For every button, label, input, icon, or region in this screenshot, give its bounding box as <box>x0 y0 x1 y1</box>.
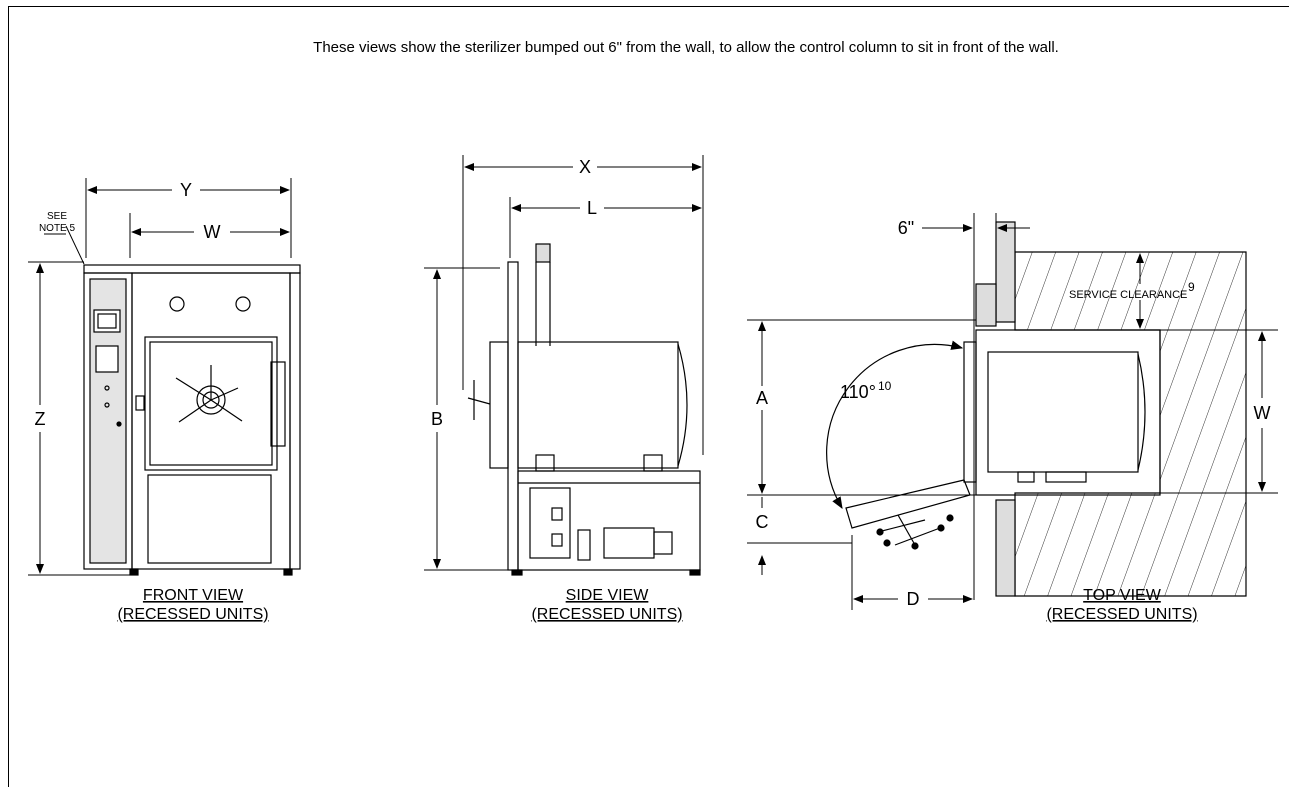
side-front-column <box>507 261 519 571</box>
pressure-gauge-right <box>235 296 251 312</box>
indicator-light-2 <box>104 402 110 408</box>
top-support-1 <box>1017 471 1035 483</box>
side-foot-right <box>689 569 701 576</box>
top-chamber-end <box>1137 353 1146 471</box>
wheel-spoke-3 <box>178 399 212 423</box>
top-support-2 <box>1045 471 1087 483</box>
frame-top-border <box>8 6 1289 7</box>
door-swing-note-ref: 10 <box>878 379 892 393</box>
front-foot-left <box>129 568 139 576</box>
front-view-caption: FRONT VIEW <box>143 587 244 604</box>
side-chamber-end <box>677 343 688 467</box>
indicator-light-1 <box>104 385 110 391</box>
door-hinge <box>270 361 286 447</box>
pressure-gauge-left <box>169 296 185 312</box>
side-valve-2 <box>551 533 563 547</box>
indicator-light-3 <box>116 421 122 427</box>
lower-access-panel <box>147 474 272 564</box>
frame-left-border <box>8 6 9 787</box>
see-note-label-line2: NOTE 5 <box>39 223 76 234</box>
chamber-door-inner <box>149 341 273 466</box>
side-view <box>467 243 701 576</box>
wall-section-upper <box>995 221 1016 323</box>
side-pump-motor <box>603 527 655 559</box>
dim-label-6in: 6" <box>898 218 914 238</box>
see-note-label-line1: SEE <box>47 211 67 222</box>
service-clearance-label: SERVICE CLEARANCE <box>1069 289 1187 301</box>
front-view-subcaption: (RECESSED UNITS) <box>117 606 268 623</box>
wall-section-side <box>535 243 551 263</box>
side-door <box>489 341 509 469</box>
front-foot-right <box>283 568 293 576</box>
top-control-column <box>975 283 997 327</box>
side-pump-end <box>653 531 673 555</box>
dim-label-z: Z <box>35 409 46 429</box>
top-handle-knob-1 <box>876 528 884 536</box>
top-door-handle-3 <box>894 527 941 546</box>
top-door-handle-1 <box>897 514 916 546</box>
side-valve-1 <box>551 507 563 521</box>
top-handle-knob-4 <box>937 524 945 532</box>
top-handle-knob-3 <box>911 542 919 550</box>
door-latch <box>135 395 145 411</box>
door-swing-angle-label: 110° <box>840 382 876 402</box>
dim-label-w-front: W <box>204 222 221 242</box>
wall-cavity-hatch <box>1014 251 1247 597</box>
top-door-handle-2 <box>877 519 926 533</box>
front-top-plate <box>83 264 301 274</box>
side-foot-left <box>511 569 523 576</box>
front-side-panel <box>289 272 301 570</box>
top-handle-knob-2 <box>883 539 891 547</box>
header-note: These views show the sterilizer bumped o… <box>313 39 1059 56</box>
wall-section-lower <box>995 499 1016 597</box>
side-chamber-support-2 <box>643 454 663 472</box>
wheel-spoke-5 <box>210 387 239 401</box>
dim-label-w-top: W <box>1254 403 1271 423</box>
top-handle-knob-5 <box>946 514 954 522</box>
dim-label-y: Y <box>180 180 192 200</box>
dim-label-x: X <box>579 157 591 177</box>
wheel-spoke-2 <box>175 377 212 401</box>
dim-label-l: L <box>587 198 597 218</box>
top-chamber <box>987 351 1139 473</box>
top-view-caption: TOP VIEW <box>1083 587 1162 604</box>
front-body <box>131 272 291 570</box>
dim-label-a: A <box>756 388 768 408</box>
side-frame-base <box>517 470 701 571</box>
side-chamber <box>517 341 679 469</box>
chamber-door <box>144 336 278 471</box>
front-view-dimensions <box>28 178 292 576</box>
side-door-handle-bar <box>467 397 491 405</box>
side-view-subcaption: (RECESSED UNITS) <box>531 606 682 623</box>
service-clearance-note-ref: 9 <box>1188 280 1195 294</box>
top-view-subcaption: (RECESSED UNITS) <box>1046 606 1197 623</box>
dim-label-b: B <box>431 409 443 429</box>
front-view <box>83 264 301 576</box>
side-view-dimensions <box>424 155 704 571</box>
display-inner <box>97 313 117 329</box>
printer-slot <box>95 345 119 373</box>
side-pump-mount <box>577 529 591 561</box>
wheel-spoke-4 <box>210 399 243 422</box>
note-leader <box>65 225 85 265</box>
top-view-dimensions <box>747 213 1278 610</box>
top-view <box>826 221 1247 597</box>
top-door-mount <box>963 341 977 483</box>
side-view-caption: SIDE VIEW <box>566 587 650 604</box>
side-chamber-support-1 <box>535 454 555 472</box>
dim-label-c: C <box>756 512 769 532</box>
top-chamber-frame <box>975 329 1161 496</box>
dim-label-d: D <box>907 589 920 609</box>
door-swing-arc <box>826 340 964 510</box>
side-generator <box>529 487 571 559</box>
